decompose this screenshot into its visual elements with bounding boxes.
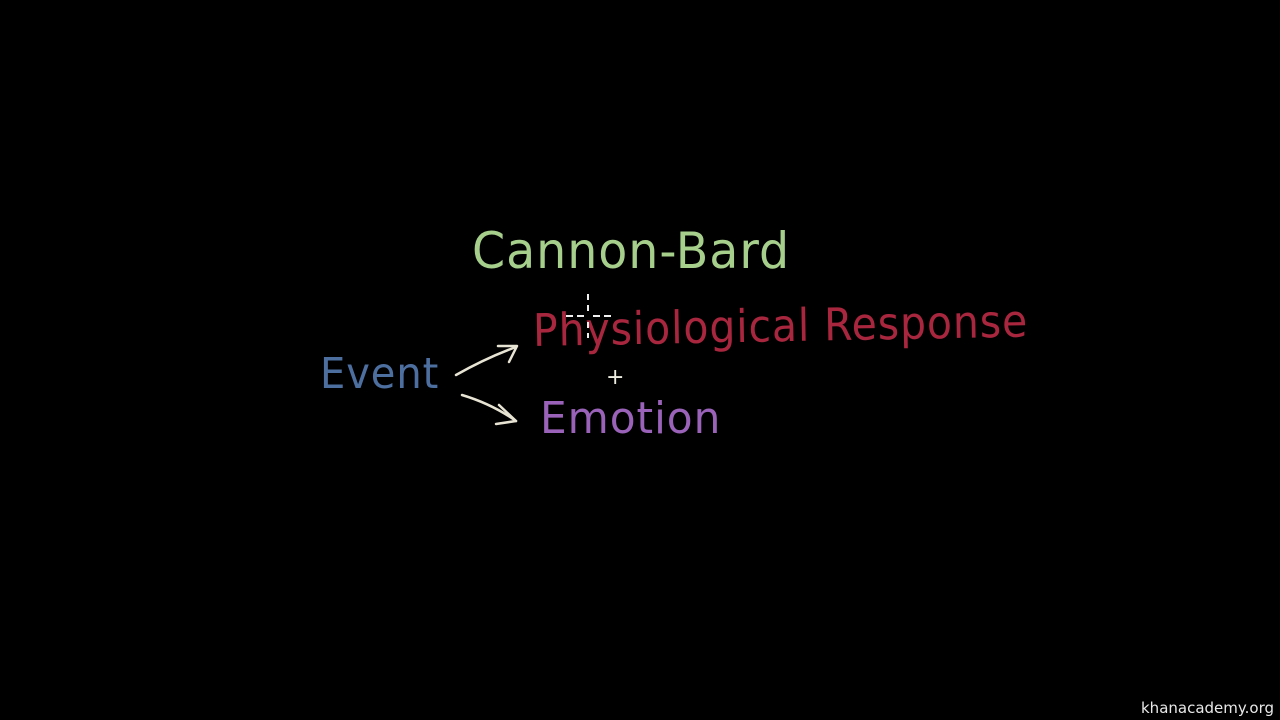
arrow-event-to-emotion xyxy=(460,393,518,426)
crosshair-cursor-icon xyxy=(566,294,611,338)
watermark: khanacademy.org xyxy=(1141,699,1274,717)
node-emotion: Emotion xyxy=(540,393,722,444)
arrow-event-to-physiological-response xyxy=(454,344,519,377)
node-event: Event xyxy=(320,349,440,399)
diagram-title: Cannon-Bard xyxy=(472,222,791,280)
plus-sign: + xyxy=(606,365,625,390)
